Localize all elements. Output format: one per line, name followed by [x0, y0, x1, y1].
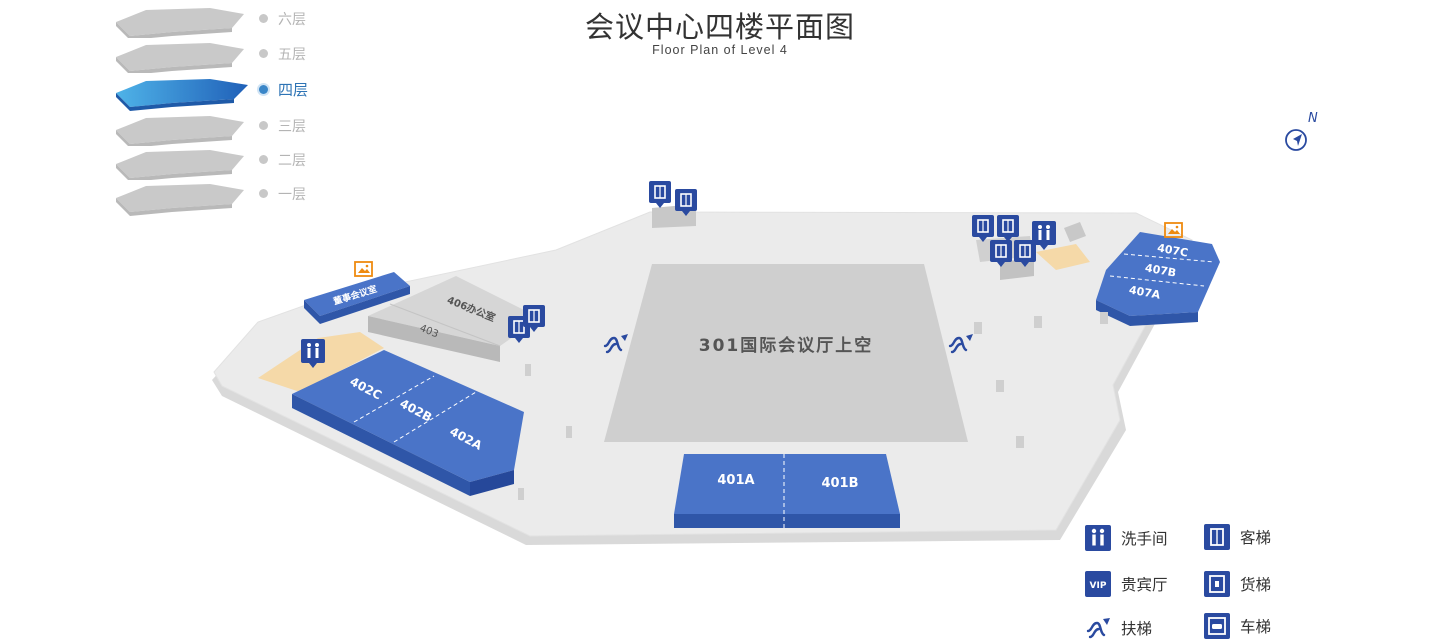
legend-vip: VIP 贵宾厅 [1085, 569, 1168, 599]
legend-car-elevator: 车梯 [1204, 611, 1271, 641]
service-area-right[interactable] [1036, 244, 1090, 270]
floor-stack-icon [116, 79, 248, 111]
page-title: 会议中心四楼平面图 [584, 10, 855, 44]
room-401b-label: 401B [821, 476, 858, 491]
legend-freight-elevator-label: 货梯 [1240, 576, 1272, 594]
floor-dot [259, 189, 268, 198]
legend-restroom: 洗手间 [1085, 523, 1168, 553]
hall-301-label: 301国际会议厅上空 [699, 335, 874, 356]
legend: 洗手间 客梯 VIP 贵宾厅 货梯 扶梯 [1080, 518, 1380, 643]
restroom-icon [1085, 525, 1111, 551]
floor-item-3[interactable]: 三层 [110, 110, 350, 146]
floor-stack-icon [116, 184, 244, 216]
vip-icon: VIP [1085, 571, 1111, 597]
floor-dot [259, 85, 268, 94]
room-401b[interactable] [784, 454, 900, 514]
legend-car-elevator-label: 车梯 [1240, 618, 1272, 636]
floor-label: 二层 [278, 153, 306, 169]
floor-dot [259, 121, 268, 130]
room-boardroom[interactable] [304, 272, 410, 316]
room-406[interactable] [368, 276, 540, 346]
room-402-block[interactable] [292, 350, 524, 482]
floor-label: 四层 [278, 81, 309, 99]
picture-icon[interactable] [354, 261, 373, 277]
legend-escalator-label: 扶梯 [1121, 620, 1153, 638]
hall-301-void[interactable] [604, 264, 968, 442]
compass-icon: N [1285, 111, 1318, 151]
floor-label: 六层 [278, 12, 306, 28]
legend-vip-label: 贵宾厅 [1121, 576, 1168, 594]
floor-label: 三层 [278, 119, 306, 135]
floor-label: 一层 [278, 187, 306, 203]
car-elevator-icon [1204, 613, 1230, 639]
floor-item-4[interactable]: 四层 [110, 73, 350, 111]
legend-escalator: 扶梯 [1085, 613, 1152, 643]
floor-stack-icon [116, 43, 244, 73]
freight-elevator-icon [1204, 571, 1230, 597]
room-407c-label: 407C [1156, 241, 1189, 259]
pillars [518, 312, 1108, 500]
room-402-side [292, 394, 470, 496]
legend-passenger-elevator: 客梯 [1204, 522, 1271, 552]
floor-dot [259, 49, 268, 58]
floor-dot [259, 155, 268, 164]
vip-badge-text: VIP [1090, 581, 1107, 591]
room-407-block[interactable] [1096, 232, 1220, 316]
room-407a-label: 407A [1128, 283, 1162, 301]
page-subtitle: Floor Plan of Level 4 [652, 43, 788, 57]
legend-restroom-label: 洗手间 [1121, 530, 1168, 548]
floor-stack-icon [116, 116, 244, 146]
escalator-icon [1086, 618, 1110, 639]
floor-stack-icon [116, 8, 244, 38]
floor-label: 五层 [278, 47, 306, 63]
floor-selector: 六层 五层 四层 三层 二层 一层 [110, 0, 350, 225]
floor-stack-icon [116, 150, 244, 180]
floor-item-1[interactable]: 一层 [110, 178, 350, 216]
legend-freight-elevator: 货梯 [1204, 569, 1271, 599]
legend-passenger-elevator-label: 客梯 [1240, 529, 1272, 547]
room-401a[interactable] [674, 454, 784, 514]
floor-item-6[interactable]: 六层 [110, 2, 350, 38]
passenger-elevator-icon [1204, 524, 1230, 550]
floor-item-2[interactable]: 二层 [110, 144, 350, 180]
room-407b-label: 407B [1144, 261, 1177, 279]
compass[interactable]: N [1280, 106, 1320, 156]
compass-north-label: N [1308, 111, 1318, 126]
room-401-side [674, 514, 900, 528]
room-401a-label: 401A [717, 473, 754, 488]
floor-dot [259, 14, 268, 23]
floor-item-5[interactable]: 五层 [110, 37, 350, 73]
elevator-icon[interactable] [648, 180, 672, 209]
